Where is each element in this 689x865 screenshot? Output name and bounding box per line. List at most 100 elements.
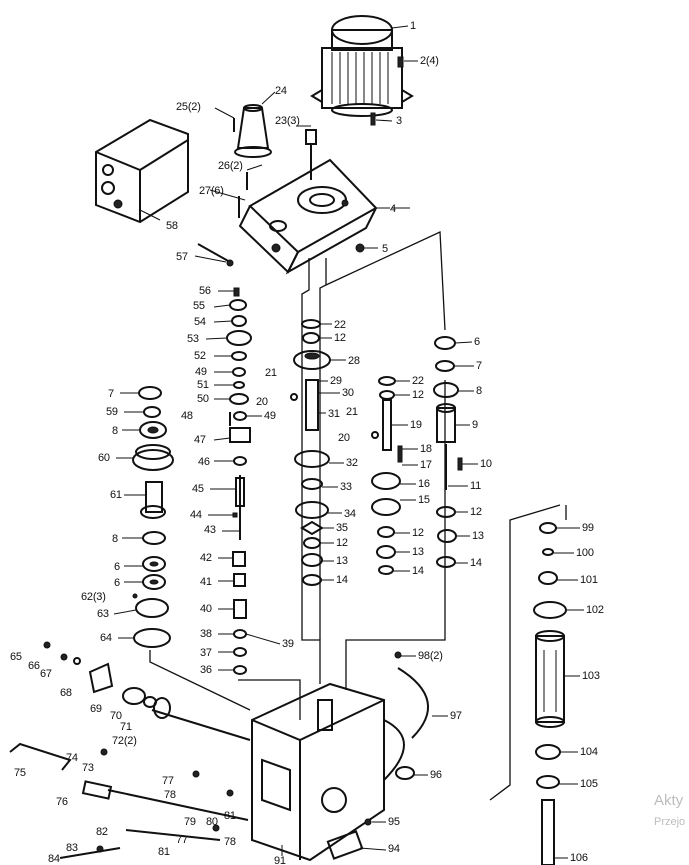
leader-lines bbox=[113, 164, 584, 859]
part-label-22a: 22 bbox=[334, 319, 346, 331]
part-label-7b: 7 bbox=[476, 360, 482, 372]
part-label-56: 56 bbox=[199, 285, 211, 297]
part-label-14c: 14 bbox=[470, 557, 482, 569]
part-label-8c: 8 bbox=[476, 385, 482, 397]
drawbar-housing bbox=[234, 91, 276, 158]
motor bbox=[310, 15, 414, 117]
part-label-10: 10 bbox=[480, 458, 492, 470]
part-label-26: 26(2) bbox=[218, 160, 243, 172]
part-label-12e: 12 bbox=[470, 506, 482, 518]
part-label-28: 28 bbox=[348, 355, 360, 367]
shaft-pin-and-nut bbox=[214, 107, 378, 253]
part-label-12d: 12 bbox=[412, 527, 424, 539]
part-label-6b: 6 bbox=[114, 577, 120, 589]
part-label-34: 34 bbox=[344, 508, 356, 520]
part-label-52: 52 bbox=[194, 350, 206, 362]
part-label-55: 55 bbox=[193, 300, 205, 312]
part-label-23: 23(3) bbox=[275, 115, 300, 127]
part-label-71: 71 bbox=[120, 721, 132, 733]
headstock-casting bbox=[251, 682, 415, 862]
part-label-103: 103 bbox=[582, 670, 600, 682]
part-label-40: 40 bbox=[200, 603, 212, 615]
part-label-1: 1 bbox=[410, 20, 416, 32]
part-label-80: 80 bbox=[206, 816, 218, 828]
part-label-67: 67 bbox=[40, 668, 52, 680]
part-label-20b: 20 bbox=[338, 432, 350, 444]
part-label-57: 57 bbox=[176, 251, 188, 263]
part-label-60: 60 bbox=[98, 452, 110, 464]
part-label-77b: 77 bbox=[176, 834, 188, 846]
activation-watermark-line2: Przejo bbox=[654, 816, 686, 828]
part-label-33: 33 bbox=[340, 481, 352, 493]
part-label-98: 98(2) bbox=[418, 650, 443, 662]
part-label-21b: 21 bbox=[346, 406, 358, 418]
part-label-44: 44 bbox=[190, 509, 202, 521]
part-label-37: 37 bbox=[200, 647, 212, 659]
quill-shaft-stack bbox=[226, 287, 252, 675]
part-label-95: 95 bbox=[388, 816, 400, 828]
pinion-shaft-stack bbox=[433, 336, 463, 568]
part-label-46: 46 bbox=[198, 456, 210, 468]
part-label-41: 41 bbox=[200, 576, 212, 588]
feed-handle-assembly bbox=[9, 641, 251, 859]
part-label-73: 73 bbox=[82, 762, 94, 774]
part-label-100: 100 bbox=[576, 547, 594, 559]
part-label-79: 79 bbox=[184, 816, 196, 828]
part-label-29: 29 bbox=[330, 375, 342, 387]
part-label-78b: 78 bbox=[224, 836, 236, 848]
part-label-51: 51 bbox=[197, 379, 209, 391]
part-label-68: 68 bbox=[60, 687, 72, 699]
motor-screw bbox=[370, 56, 418, 126]
part-label-77a: 77 bbox=[162, 775, 174, 787]
part-label-76: 76 bbox=[56, 796, 68, 808]
part-label-2: 2(4) bbox=[420, 55, 439, 67]
part-label-5: 5 bbox=[382, 243, 388, 255]
column-sleeve-stack bbox=[533, 522, 567, 865]
part-label-42: 42 bbox=[200, 552, 212, 564]
part-label-8a: 8 bbox=[112, 425, 118, 437]
part-label-36: 36 bbox=[200, 664, 212, 676]
part-label-27: 27(6) bbox=[199, 185, 224, 197]
part-label-24: 24 bbox=[275, 85, 287, 97]
part-label-104: 104 bbox=[580, 746, 598, 758]
part-label-45: 45 bbox=[192, 483, 204, 495]
part-label-31: 31 bbox=[328, 408, 340, 420]
part-label-43: 43 bbox=[204, 524, 216, 536]
part-label-83: 83 bbox=[66, 842, 78, 854]
part-label-94: 94 bbox=[388, 843, 400, 855]
part-label-6c: 6 bbox=[474, 336, 480, 348]
part-label-48: 48 bbox=[181, 410, 193, 422]
head-top-plate bbox=[238, 158, 390, 275]
part-label-75: 75 bbox=[14, 767, 26, 779]
part-label-13c: 13 bbox=[472, 530, 484, 542]
part-label-61: 61 bbox=[110, 489, 122, 501]
part-label-20a: 20 bbox=[256, 396, 268, 408]
part-label-72: 72(2) bbox=[112, 735, 137, 747]
part-label-84: 84 bbox=[48, 853, 60, 865]
control-box bbox=[95, 118, 189, 224]
part-label-13a: 13 bbox=[336, 555, 348, 567]
part-label-15: 15 bbox=[418, 494, 430, 506]
part-label-62: 62(3) bbox=[81, 591, 106, 603]
part-label-18: 18 bbox=[420, 443, 432, 455]
part-label-16: 16 bbox=[418, 478, 430, 490]
part-label-54: 54 bbox=[194, 316, 206, 328]
part-label-96: 96 bbox=[430, 769, 442, 781]
part-label-59: 59 bbox=[106, 406, 118, 418]
part-label-13b: 13 bbox=[412, 546, 424, 558]
part-label-47: 47 bbox=[194, 434, 206, 446]
part-label-3: 3 bbox=[396, 115, 402, 127]
handle-57 bbox=[197, 243, 234, 267]
part-label-19: 19 bbox=[410, 419, 422, 431]
part-label-99: 99 bbox=[582, 522, 594, 534]
part-label-63: 63 bbox=[97, 608, 109, 620]
part-label-8b: 8 bbox=[112, 533, 118, 545]
part-label-21a: 21 bbox=[265, 367, 277, 379]
part-label-12a: 12 bbox=[334, 332, 346, 344]
part-label-11: 11 bbox=[470, 480, 482, 492]
part-label-82: 82 bbox=[96, 826, 108, 838]
part-label-69: 69 bbox=[90, 703, 102, 715]
part-label-49a: 49 bbox=[195, 366, 207, 378]
